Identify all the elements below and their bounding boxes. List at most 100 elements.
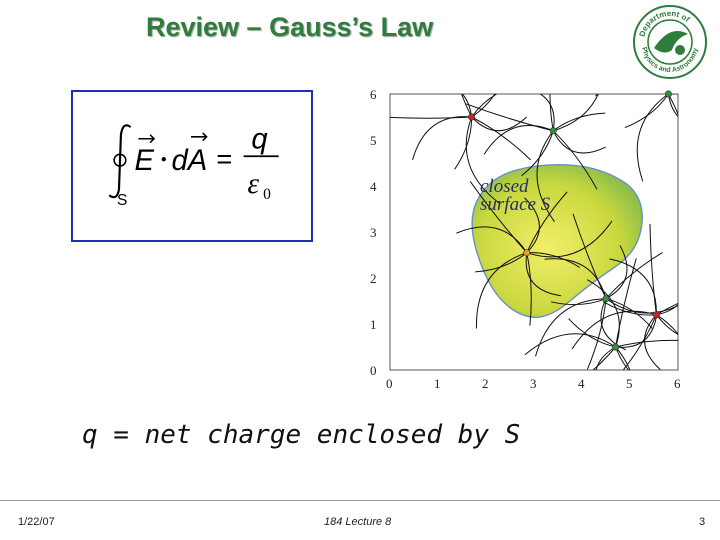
field-line bbox=[622, 314, 657, 370]
field-line bbox=[615, 258, 637, 348]
field-line bbox=[615, 339, 678, 348]
footer-date: 1/22/07 bbox=[18, 516, 55, 528]
y-tick-label: 4 bbox=[370, 179, 377, 194]
field-line bbox=[644, 314, 661, 370]
field-line bbox=[469, 181, 528, 254]
slide-title: Review – Gauss’s Law bbox=[146, 12, 434, 42]
field-line bbox=[471, 94, 498, 118]
equals-sign: = bbox=[216, 143, 232, 174]
field-line bbox=[525, 252, 562, 297]
surface-label-line2: surface S bbox=[480, 194, 551, 215]
closed-surface-region bbox=[471, 164, 643, 319]
field-line bbox=[656, 314, 678, 336]
x-tick-label: 5 bbox=[626, 376, 633, 391]
surface-label-line1: closed bbox=[480, 176, 529, 197]
closed-integral-icon bbox=[108, 124, 132, 199]
field-line bbox=[549, 94, 554, 131]
x-tick-label: 2 bbox=[482, 376, 489, 391]
x-tick-label: 0 bbox=[386, 376, 393, 391]
point-charge bbox=[602, 295, 610, 303]
x-tick-label: 3 bbox=[530, 376, 537, 391]
field-line bbox=[460, 94, 473, 118]
point-charge bbox=[468, 113, 476, 121]
field-line bbox=[552, 112, 606, 132]
field-line bbox=[605, 298, 678, 314]
field-line bbox=[615, 346, 630, 370]
field-line bbox=[475, 252, 527, 329]
field-line bbox=[524, 333, 616, 356]
y-tick-label: 0 bbox=[370, 363, 377, 378]
point-charge bbox=[664, 90, 672, 98]
field-line bbox=[475, 252, 528, 273]
field-line bbox=[656, 314, 678, 335]
fraction-numerator: q bbox=[251, 123, 268, 155]
e-vector-arrow bbox=[138, 134, 156, 144]
field-line bbox=[526, 220, 613, 258]
point-charge bbox=[652, 311, 660, 319]
field-line bbox=[483, 124, 554, 155]
field-line bbox=[595, 346, 616, 370]
field-line bbox=[526, 191, 568, 253]
field-line bbox=[571, 310, 657, 350]
field-line bbox=[656, 302, 678, 316]
field-line bbox=[466, 103, 554, 132]
field-line bbox=[624, 94, 669, 129]
field-line bbox=[552, 130, 598, 190]
field-line bbox=[454, 116, 473, 170]
x-tick-label: 1 bbox=[434, 376, 441, 391]
point-charge bbox=[612, 343, 620, 351]
field-line bbox=[667, 94, 669, 95]
field-line bbox=[602, 301, 657, 316]
fraction-denominator: ε bbox=[247, 168, 259, 200]
y-tick-label: 1 bbox=[370, 317, 377, 332]
field-line bbox=[539, 94, 555, 131]
integral-subscript: S bbox=[117, 192, 127, 209]
field-line bbox=[600, 298, 627, 351]
field-line bbox=[605, 245, 628, 300]
field-line bbox=[656, 303, 678, 316]
field-line bbox=[524, 197, 540, 254]
field-line bbox=[412, 116, 472, 161]
field-line bbox=[586, 279, 620, 348]
da-vector-symbol: dA bbox=[172, 145, 208, 177]
field-line bbox=[550, 298, 607, 306]
y-tick-label: 5 bbox=[370, 133, 377, 148]
field-line bbox=[586, 298, 607, 370]
field-line bbox=[552, 130, 606, 154]
field-line bbox=[461, 94, 473, 118]
department-logo: Department of Physics and Astronomy bbox=[632, 4, 708, 80]
footer-divider bbox=[0, 500, 720, 501]
field-line bbox=[471, 94, 496, 118]
field-line bbox=[592, 346, 616, 370]
x-tick-label: 6 bbox=[674, 376, 681, 391]
field-line bbox=[521, 130, 554, 177]
e-vector-symbol: E bbox=[135, 145, 155, 177]
slide-caption: q = net charge enclosed by S bbox=[82, 420, 521, 450]
field-line bbox=[568, 318, 616, 348]
field-line bbox=[636, 94, 669, 182]
point-charge bbox=[549, 127, 557, 135]
gauss-law-equation-box: S E dA = q ε 0 bbox=[71, 90, 313, 242]
field-line bbox=[456, 226, 528, 253]
field-line bbox=[526, 252, 581, 268]
field-line bbox=[465, 116, 501, 204]
field-line bbox=[667, 94, 678, 116]
field-line bbox=[667, 94, 678, 117]
da-vector-arrow bbox=[191, 132, 208, 142]
field-line bbox=[526, 252, 532, 326]
field-line bbox=[471, 116, 527, 132]
point-charge bbox=[523, 249, 531, 257]
field-line bbox=[615, 346, 631, 370]
footer-page-number: 3 bbox=[699, 516, 706, 528]
y-tick-label: 6 bbox=[370, 87, 377, 102]
field-line bbox=[536, 130, 555, 223]
field-line bbox=[609, 258, 657, 315]
y-tick-label: 2 bbox=[370, 271, 377, 286]
field-line bbox=[553, 94, 599, 132]
field-line bbox=[390, 116, 472, 119]
x-tick-label: 4 bbox=[578, 376, 585, 391]
footer-lecture: 184 Lecture 8 bbox=[324, 516, 392, 528]
field-line bbox=[471, 116, 532, 161]
fraction-denominator-subscript: 0 bbox=[263, 186, 271, 203]
